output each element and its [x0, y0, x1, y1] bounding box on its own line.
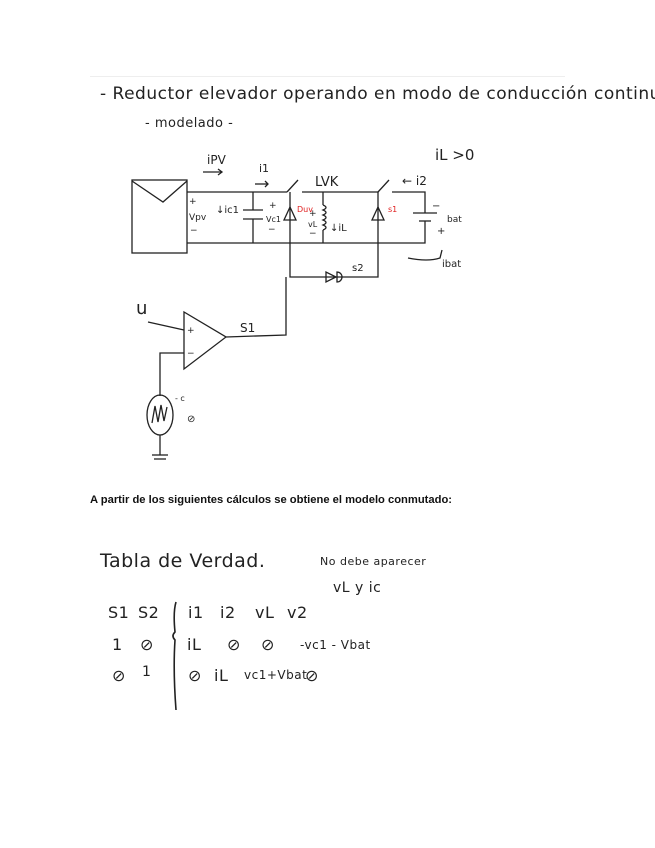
label-vl: vL: [308, 220, 318, 229]
label-s2: s2: [352, 263, 364, 274]
label-s1-red: s1: [388, 205, 397, 214]
diode-s2-icon: [370, 205, 386, 221]
section-sentence: A partir de los siguientes cálculos se o…: [90, 494, 453, 506]
capacitor-icon: [243, 209, 263, 220]
label-i2: ← i2: [402, 174, 427, 188]
opamp-icon: [183, 310, 228, 371]
header-v2: v2: [287, 603, 308, 622]
label-ic1: ↓ic1: [216, 205, 239, 216]
label-sensor-zero: ⊘: [187, 414, 195, 425]
ground-icon: [152, 454, 168, 460]
diode-bottom-icon: [325, 270, 343, 284]
header-vl: vL: [255, 603, 275, 622]
label-ibat: ibat: [442, 259, 461, 270]
label-vl-minus: −: [309, 229, 317, 239]
label-il: ↓iL: [330, 223, 347, 234]
truth-table-note-2: vL y ic: [333, 580, 382, 596]
cell: iL: [214, 666, 229, 685]
cell: vc1+Vbat: [244, 668, 308, 682]
label-ipv: iPV: [207, 153, 227, 167]
inductor-icon: [321, 204, 327, 231]
label-lvk: LVK: [315, 175, 339, 190]
cell: ⊘: [227, 635, 241, 654]
label-d1: Duv: [297, 205, 313, 214]
label-s1-out: S1: [240, 321, 255, 335]
pv-panel-icon: [131, 179, 188, 254]
diode-s1-icon: [282, 205, 298, 221]
label-opamp-minus: −: [187, 349, 195, 359]
truth-table-note-1: No debe aparecer: [320, 555, 427, 568]
cell: ⊘: [188, 666, 202, 685]
label-u: u: [136, 298, 147, 319]
page-top-rule: [90, 76, 565, 77]
label-vc1-minus: −: [268, 225, 276, 235]
page-subtitle: - modelado -: [145, 116, 234, 131]
cell: ⊘: [261, 635, 275, 654]
battery-icon: [413, 212, 437, 222]
header-i1: i1: [188, 603, 204, 622]
label-vc1-plus: +: [269, 201, 277, 211]
label-bat-plus: +: [437, 226, 445, 237]
switch-s1-icon: [286, 179, 299, 193]
table-divider: [172, 601, 177, 711]
label-vpv-plus: +: [189, 197, 197, 207]
cell: ⊘: [140, 635, 154, 654]
label-bat-minus: −: [432, 201, 440, 212]
label-opamp-plus: +: [187, 326, 195, 336]
sensor-icon: [146, 394, 174, 436]
label-vpv-minus: −: [190, 226, 198, 236]
cell: 1: [142, 664, 152, 680]
cell: ⊘: [305, 666, 319, 685]
page-title: - Reductor elevador operando en modo de …: [100, 84, 655, 104]
cell: ⊘: [112, 666, 126, 685]
truth-table-title: Tabla de Verdad.: [100, 550, 266, 572]
label-bat: bat: [447, 215, 462, 225]
header-i2: i2: [220, 603, 236, 622]
header-s1: S1: [108, 603, 130, 622]
label-vpv: Vpv: [189, 213, 207, 223]
label-il-condition: iL >0: [435, 146, 474, 164]
cell: -vc1 - Vbat: [300, 638, 371, 652]
switch-s2-icon: [377, 179, 390, 193]
label-i1: i1: [259, 162, 269, 175]
cell: 1: [112, 635, 123, 654]
cell: iL: [187, 635, 202, 654]
header-s2: S2: [138, 603, 160, 622]
label-sensor-c: - c: [175, 394, 185, 403]
circuit-wires: [147, 179, 426, 455]
label-vl-plus: +: [309, 209, 317, 219]
label-vc1: Vc1: [266, 215, 281, 224]
